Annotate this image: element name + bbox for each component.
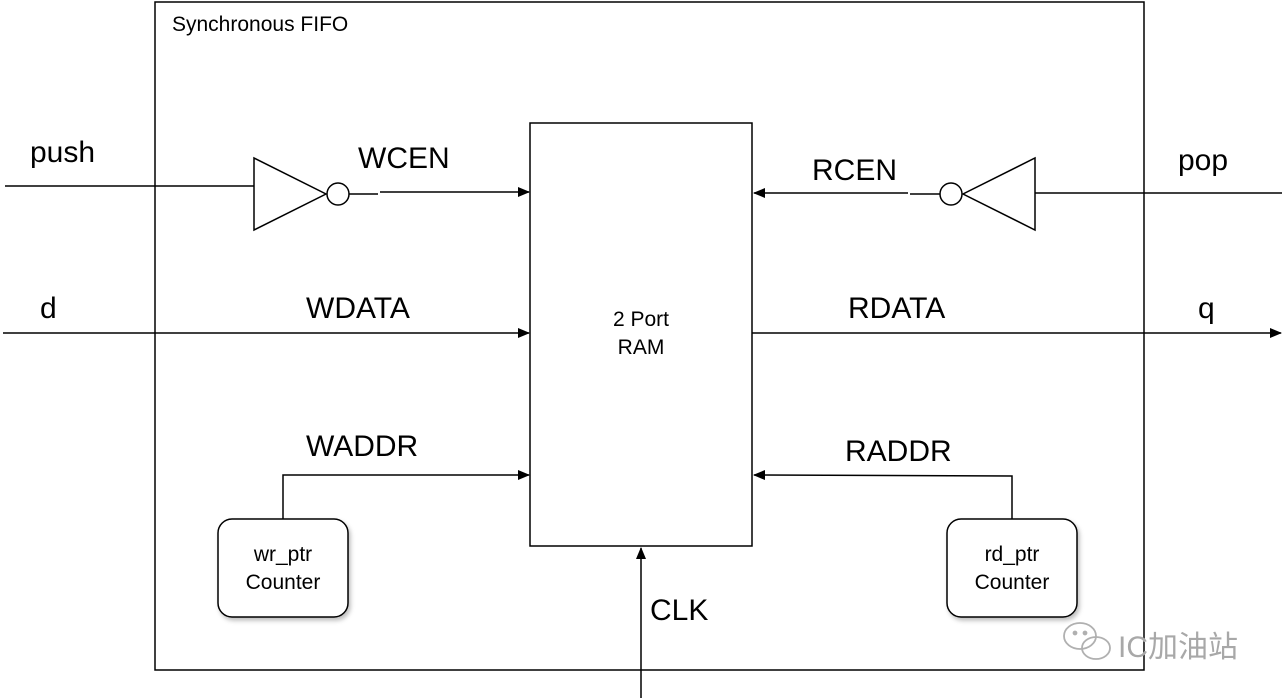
rd-ptr-line1: rd_ptr: [984, 543, 1040, 566]
push-label: push: [30, 136, 96, 169]
d-label: d: [40, 292, 57, 325]
raddr-label: RADDR: [845, 435, 952, 468]
rdata-label: RDATA: [848, 292, 946, 325]
ram-block: [529, 122, 753, 547]
pop-inverter: [961, 156, 1036, 232]
wechat-icon: [1063, 622, 1111, 660]
rd-ptr-counter-box: [946, 518, 1078, 618]
waddr-label: WADDR: [306, 430, 419, 463]
diagram-title: Synchronous FIFO: [172, 13, 349, 36]
wcen-label: WCEN: [358, 142, 450, 175]
wr-ptr-line1: wr_ptr: [253, 543, 313, 566]
pop-inverter-bubble: [939, 182, 963, 206]
wr-ptr-line2: Counter: [245, 571, 321, 594]
wr-ptr-counter-box: [217, 518, 349, 618]
push-inverter: [253, 156, 328, 232]
q-label: q: [1198, 292, 1215, 325]
rd-ptr-line2: Counter: [974, 571, 1050, 594]
raddr-wire: [753, 470, 1013, 519]
push-inverter-bubble: [326, 182, 350, 206]
ram-label-line1: 2 Port: [612, 308, 670, 331]
wr-ptr-counter-label: wr_ptr Counter: [218, 541, 348, 597]
ram-label: 2 Port RAM: [530, 306, 752, 362]
fifo-boundary: [154, 1, 1145, 671]
rd-ptr-counter-label: rd_ptr Counter: [947, 541, 1077, 597]
pop-label: pop: [1178, 144, 1229, 177]
rcen-label: RCEN: [812, 154, 898, 187]
waddr-wire: [282, 470, 530, 519]
clk-label: CLK: [650, 594, 709, 627]
wdata-label: WDATA: [306, 292, 410, 325]
watermark-text: IC加油站: [1118, 631, 1238, 664]
ram-label-line2: RAM: [617, 336, 665, 359]
